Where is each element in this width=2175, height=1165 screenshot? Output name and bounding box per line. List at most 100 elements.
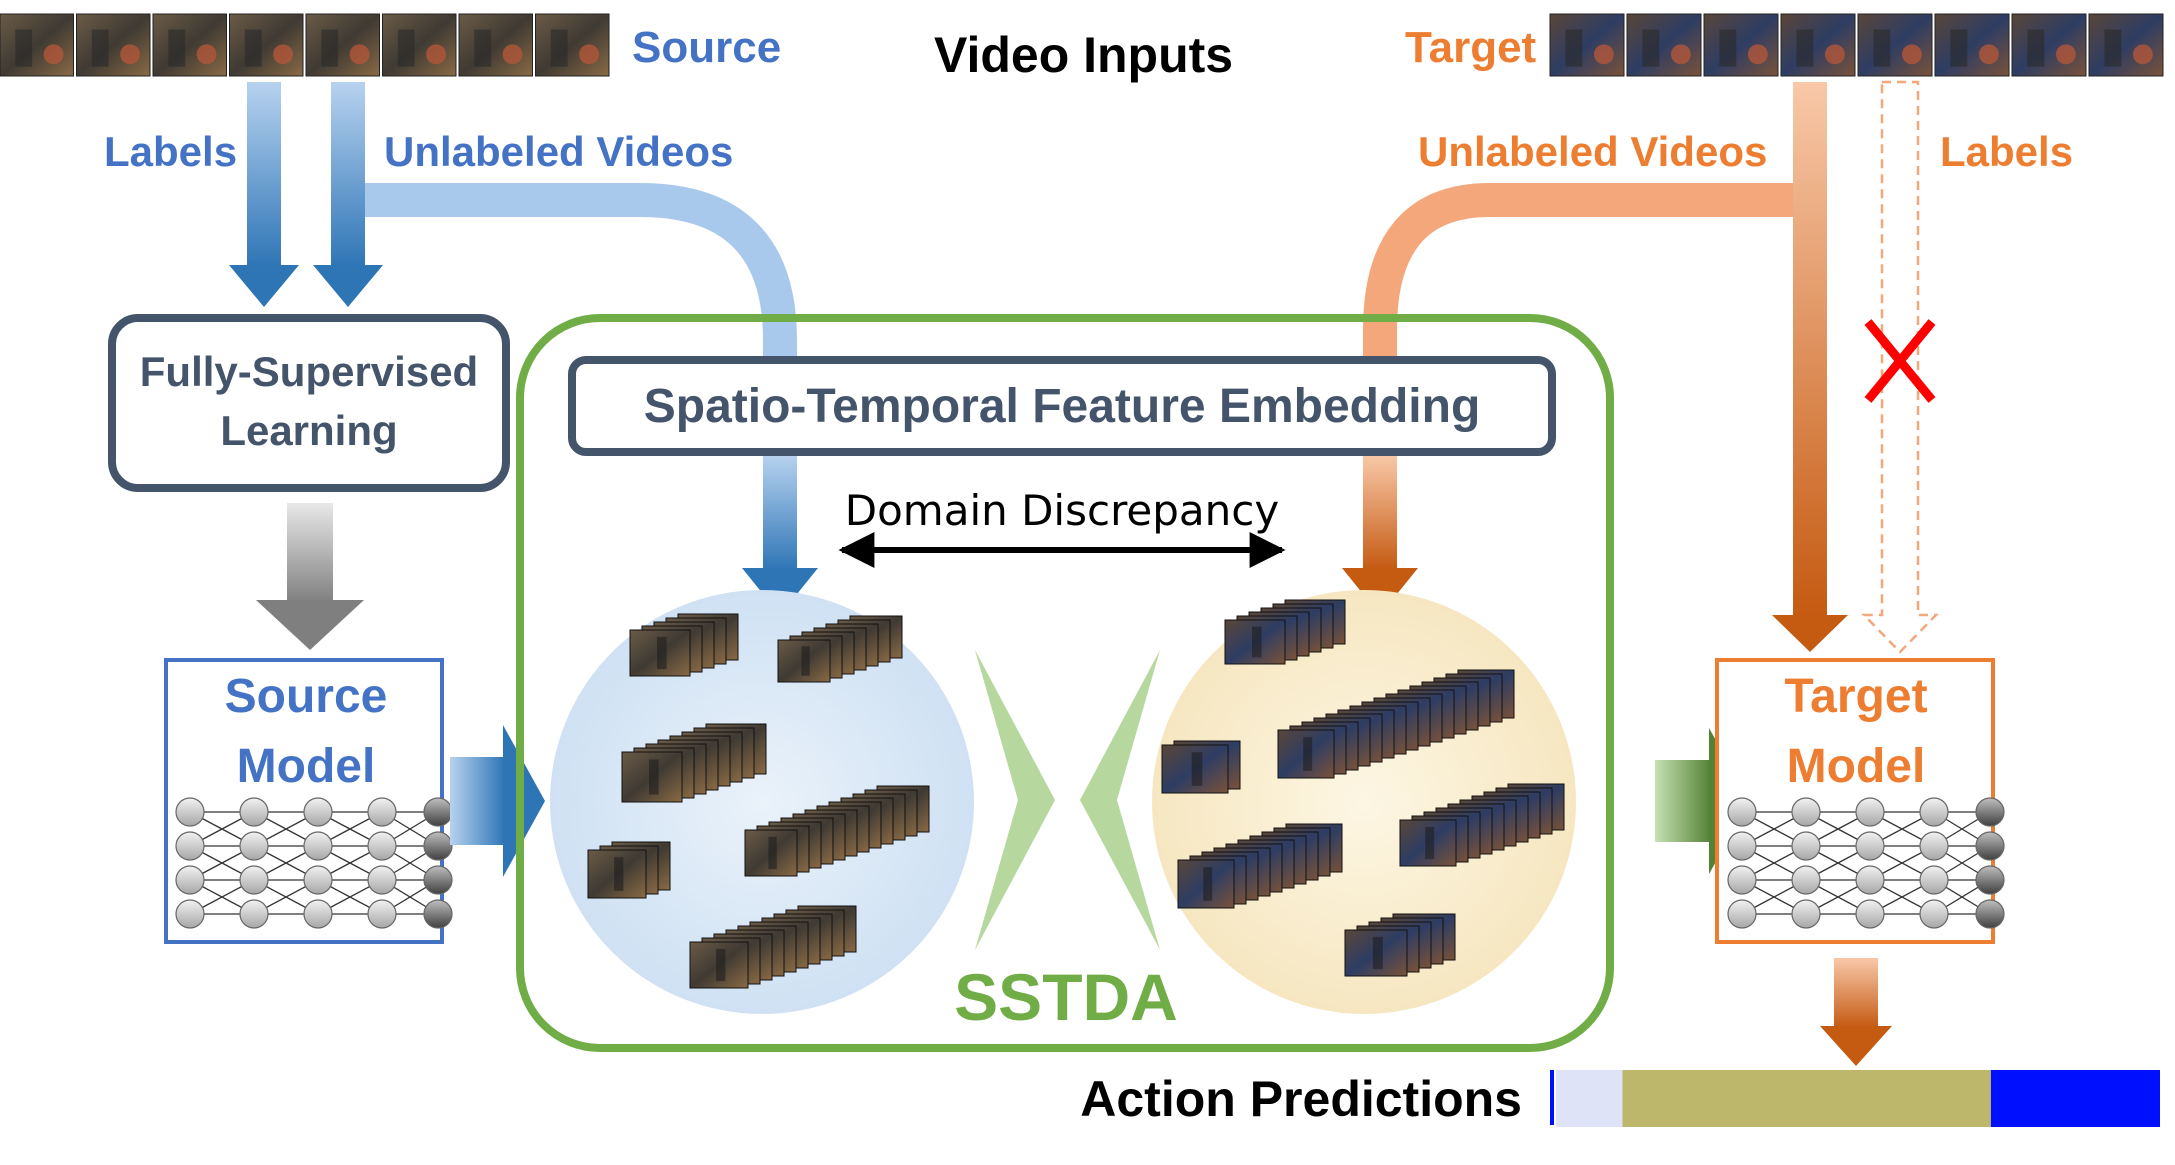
target-labels-label: Labels [1940,128,2073,175]
prediction-segment [1622,1070,1991,1127]
source-unlabeled-label: Unlabeled Videos [384,128,733,175]
network-node [303,797,333,827]
network-node [367,865,397,895]
gray-down-arrow [256,503,364,650]
alignment-chevron-left [1080,650,1160,950]
network-node [1975,797,2005,827]
network-node [175,865,205,895]
alignment-chevron-right [975,650,1055,950]
source-feature-circle [550,590,974,1014]
source-labels-arrow [229,82,299,307]
network-node [367,831,397,861]
network-node [1791,865,1821,895]
source-label: Source [632,23,781,72]
network-node [423,797,453,827]
network-node [1919,831,1949,861]
neural-network-icon [175,797,453,929]
network-node [1855,899,1885,929]
network-node [1727,797,1757,827]
video-frame [1780,13,1856,77]
video-frame [152,13,227,77]
network-node [423,831,453,861]
video-frame [458,13,533,77]
action-prediction-bar [1556,1070,2160,1127]
target-labels-dashed-arrow [1861,80,1939,654]
video-frame-stack-icon [1344,913,1456,977]
video-frame [1626,13,1702,77]
network-node [175,899,205,929]
video-frame [1549,13,1625,77]
source-labels-label: Labels [104,128,237,175]
network-node [175,797,205,827]
video-frame [1857,13,1933,77]
source-model-to-sstda-arrow [450,725,545,877]
network-node [1975,865,2005,895]
video-frame-stack-icon [777,615,903,683]
video-frame-stack-icon [689,905,857,989]
video-frame [2011,13,2087,77]
network-node [1727,831,1757,861]
domain-discrepancy-label: Domain Discrepancy [845,486,1279,535]
network-node [175,831,205,861]
network-node [423,865,453,895]
video-frame-stack-icon [629,613,739,677]
network-node [303,899,333,929]
network-node [423,899,453,929]
red-x-icon [1864,319,1936,403]
video-frame [535,13,610,77]
sstda-container [516,314,1614,1052]
feature-embedding-label: Spatio-Temporal Feature Embedding [644,380,1481,433]
network-node [1791,831,1821,861]
target-feature-circle [1152,590,1576,1014]
network-node [239,831,269,861]
source-model-line1: Source [225,670,388,723]
source-model-line2: Model [237,740,376,793]
network-node [303,831,333,861]
network-node [239,797,269,827]
target-model-to-predictions-arrow [1820,958,1892,1066]
source-unlabeled-arrow [313,82,383,307]
network-node [367,797,397,827]
network-node [1919,865,1949,895]
video-frame [305,13,380,77]
video-frame-stack-icon [1399,783,1565,867]
network-node [1791,797,1821,827]
video-frame-stack-icon [621,723,767,803]
network-node [1975,899,2005,929]
network-node [239,899,269,929]
target-model-line2: Model [1787,740,1926,793]
network-node [1727,865,1757,895]
video-frame-stack-icon [1177,823,1343,909]
video-frame-stack-icon [1277,669,1515,779]
video-frame [2088,13,2164,77]
video-frame-stack-icon [1224,599,1346,665]
video-frame-stack-icon [1161,740,1241,794]
prediction-segment [1556,1070,1623,1127]
network-node [1919,797,1949,827]
video-frame [1934,13,2010,77]
network-node [367,899,397,929]
network-node [1791,899,1821,929]
feature-embedding-box: Spatio-Temporal Feature Embedding [568,356,1556,456]
target-model-line1: Target [1784,670,1927,723]
network-node [1855,831,1885,861]
target-unlabeled-down-arrow [1772,82,1848,652]
target-label: Target [1405,23,1537,72]
fully-supervised-line2: Learning [220,407,397,454]
video-inputs-title: Video Inputs [934,27,1233,83]
video-frame [382,13,457,77]
video-frame [1703,13,1779,77]
video-frame-stack-icon [744,785,930,877]
source-model-box: Source Model [164,658,453,944]
target-to-embedding-arrow [1342,82,1827,615]
neural-network-icon [1727,797,2005,929]
video-frame [76,13,151,77]
network-node [1975,831,2005,861]
network-node [1855,865,1885,895]
source-filmstrip [0,13,610,77]
network-node [239,865,269,895]
prediction-segment [1990,1070,2160,1127]
sstda-label: SSTDA [954,960,1178,1034]
video-frame-stack-icon [587,841,671,899]
